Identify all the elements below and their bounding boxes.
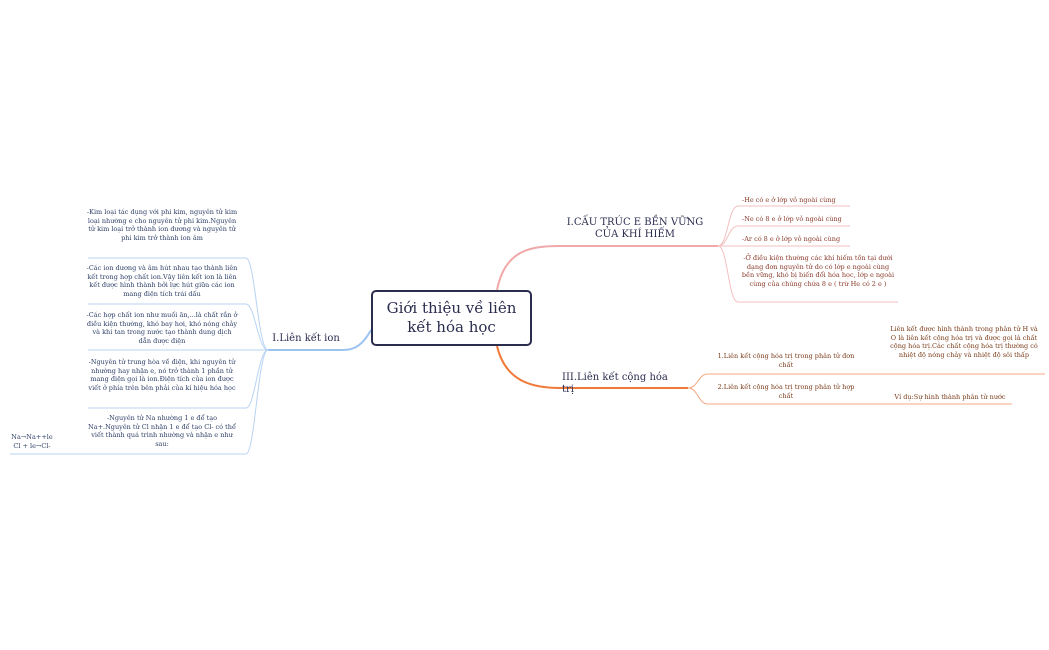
- branch-ion-label[interactable]: I.Liên kết ion: [272, 333, 340, 344]
- covalent-detail-1[interactable]: Liên kết được hình thành trong phân tử H…: [890, 325, 1038, 359]
- branch-noble-label[interactable]: I.CẤU TRÚC E BỀN VỮNG CỦA KHÍ HIẾM: [566, 217, 704, 240]
- equation-cl: Cl + le→Cl-: [13, 441, 51, 450]
- ion-item-3[interactable]: -Các hợp chất ion như muối ăn,...là chất…: [86, 311, 238, 345]
- noble-item-2[interactable]: -Ne có 8 e ở lớp vỏ ngoài cùng: [742, 215, 842, 223]
- equation-na: Na→Na++le: [11, 433, 53, 441]
- root-title: Giới thiệu về liên kết hóa học: [386, 299, 517, 336]
- ion-item-4[interactable]: -Nguyên tử trung hòa về điện, khi nguyên…: [88, 358, 236, 392]
- ion-equations[interactable]: Na→Na++le Cl + le→Cl-: [4, 433, 60, 450]
- noble-item-3[interactable]: -Ar có 8 e ở lớp vỏ ngoài cùng: [742, 235, 841, 243]
- covalent-sub-2[interactable]: 2.Liên kết cộng hóa trị trong phân tử hợ…: [717, 383, 855, 400]
- branch-covalent-label[interactable]: III.Liên kết cộng hóa trị: [562, 372, 668, 395]
- ion-item-1[interactable]: -Kim loại tác dụng với phi kim, nguyên t…: [86, 208, 238, 242]
- noble-item-1[interactable]: -He có e ở lớp vỏ ngoài cùng: [742, 196, 836, 204]
- ion-item-2[interactable]: -Các ion dương và âm hút nhau tạo thành …: [86, 264, 238, 298]
- noble-item-4[interactable]: -Ở điều kiện thường các khí hiếm tồn tại…: [741, 254, 895, 288]
- covalent-sub-1[interactable]: 1.Liên kết cộng hóa trị trong phân tử đơ…: [717, 352, 855, 369]
- ion-item-5[interactable]: -Nguyên tử Na nhường 1 e để tạo Na+.Nguy…: [88, 414, 236, 448]
- root-topic[interactable]: Giới thiệu về liên kết hóa học: [371, 290, 532, 346]
- covalent-detail-2[interactable]: Ví dụ:Sự hình thành phân tử nước: [894, 393, 1006, 401]
